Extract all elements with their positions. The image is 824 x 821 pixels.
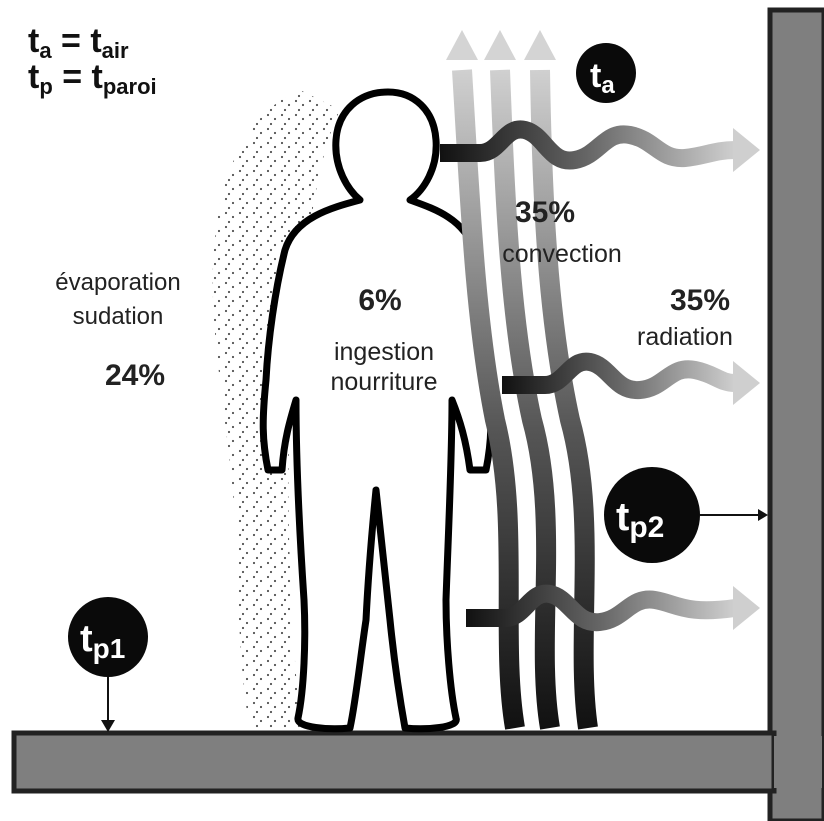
badge-tp2-sub: p2	[629, 511, 664, 544]
badge-tp1-sub: p1	[93, 633, 126, 664]
label-ingestion: ingestion	[334, 338, 434, 366]
tp2-pointer-arrowhead	[758, 509, 768, 521]
legend-line2-main: t	[28, 58, 39, 96]
svg-text:tp = tparoi: tp = tparoi	[28, 58, 157, 99]
legend-line1-eq: = t	[52, 22, 102, 60]
radiation-arrow-top	[440, 129, 735, 160]
legend-line2-sub: p	[39, 74, 52, 99]
badge-ta-main: t	[590, 57, 601, 95]
badge-ta: ta	[576, 43, 636, 103]
label-evaporation-percent: 24%	[105, 359, 165, 392]
badge-tp1: tp1	[68, 597, 148, 677]
radiation-arrowhead-top	[733, 128, 760, 172]
label-convection-percent: 35%	[515, 196, 575, 229]
badge-tp2: tp2	[604, 467, 700, 563]
radiation-arrowhead-middle	[733, 361, 760, 405]
svg-text:ta = tair: ta = tair	[28, 22, 129, 63]
label-nourriture: nourriture	[331, 368, 438, 396]
label-radiation-percent: 35%	[670, 284, 730, 317]
radiation-arrow-middle	[502, 362, 735, 391]
label-evaporation: évaporation	[55, 269, 180, 296]
legend: ta = tair tp = tparoi	[28, 22, 157, 99]
legend-line1-main: t	[28, 22, 39, 60]
right-wall	[770, 10, 824, 821]
label-ingestion-percent: 6%	[358, 284, 401, 317]
legend-line2-eq: = t	[53, 58, 103, 96]
legend-line1-sub: a	[39, 38, 52, 63]
legend-line1-sub2: air	[102, 38, 129, 63]
legend-line2-sub2: paroi	[103, 74, 157, 99]
radiation-arrowhead-bottom	[733, 586, 760, 630]
convection-arrowhead-3	[524, 30, 556, 60]
convection-arrowhead-1	[446, 30, 478, 60]
badge-ta-sub: a	[601, 72, 615, 99]
tp1-pointer-arrowhead	[101, 720, 115, 732]
label-sudation: sudation	[73, 303, 164, 330]
convection-arrowhead-2	[484, 30, 516, 60]
floor	[14, 733, 774, 791]
label-radiation: radiation	[637, 323, 733, 351]
badge-tp2-main: t	[616, 495, 629, 539]
label-convection: convection	[502, 240, 622, 268]
badge-tp1-main: t	[80, 618, 93, 660]
